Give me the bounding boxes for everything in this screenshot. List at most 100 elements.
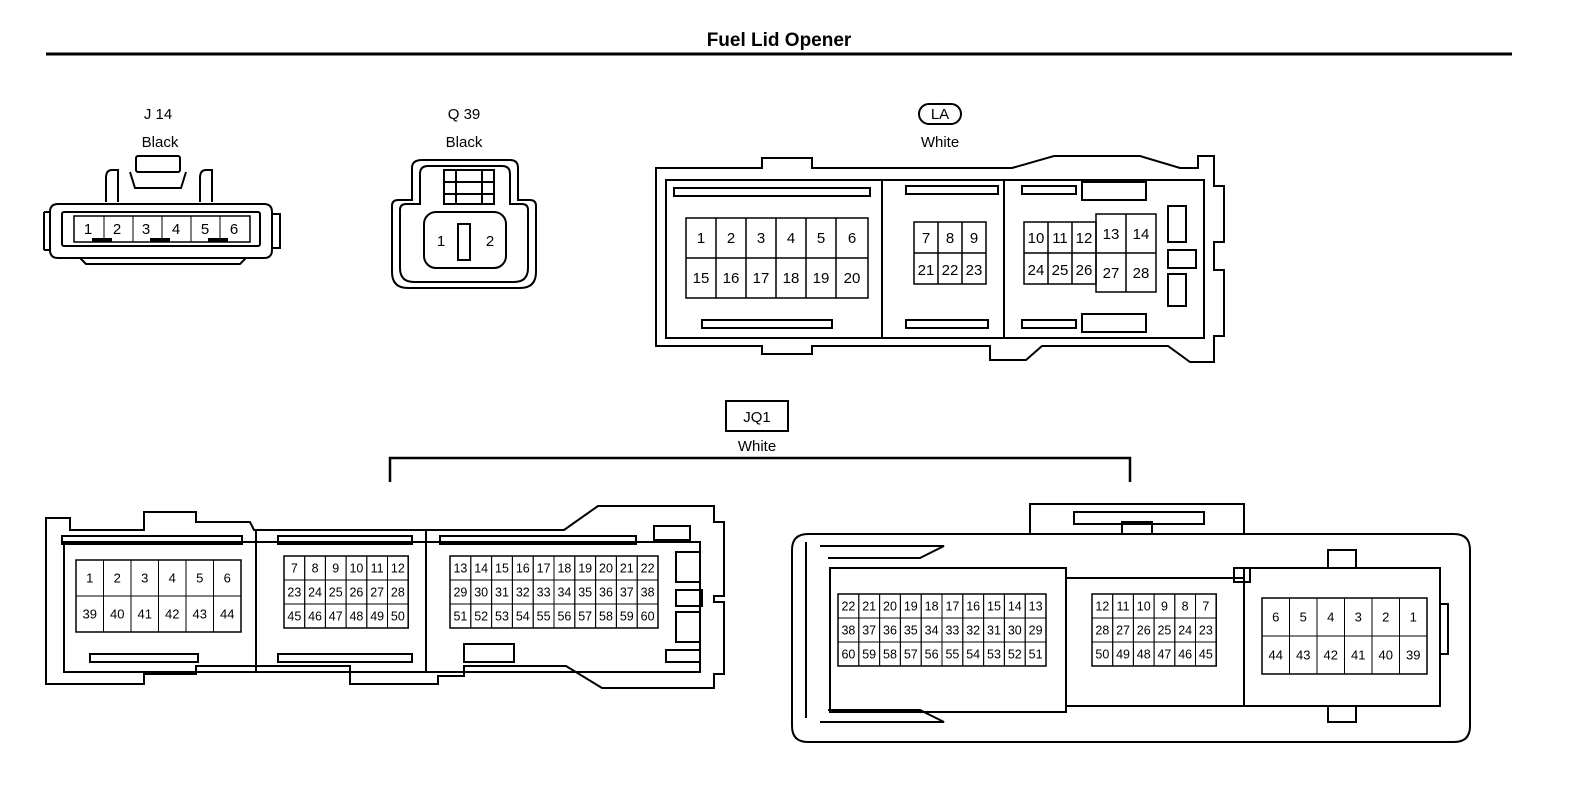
jq1-left-a-pin-6: 6: [224, 571, 231, 586]
jq1-right-a-pin-59: 59: [862, 648, 876, 662]
jq1-left-a-pin-4: 4: [169, 571, 176, 586]
j14-pin-6: 6: [230, 221, 238, 238]
jq1-left-c-pin-33: 33: [537, 586, 551, 600]
jq1-left-c-pin-58: 58: [599, 610, 613, 624]
jq1-right-a-pin-37: 37: [862, 624, 876, 638]
la-pins: 1 2 3 4 5 6 15 16 17 18 19 20 7 8 9 21 2…: [685, 213, 1157, 299]
la-pin-15: 15: [693, 270, 710, 287]
jq1-right-a-pin-30: 30: [1008, 624, 1022, 638]
jq1-left-c-pin-37: 37: [620, 586, 634, 600]
jq1-left-a-pin-41: 41: [138, 607, 152, 622]
la-pin-19: 19: [813, 270, 830, 287]
jq1-right-b-pin-27: 27: [1116, 624, 1130, 638]
jq1-left-b-pin-28: 28: [391, 586, 405, 600]
diagram-title: Fuel Lid Opener: [707, 30, 852, 51]
la-pin-26: 26: [1076, 262, 1093, 279]
q39-pin-2: 2: [486, 233, 494, 250]
jq1-right-a-pin-20: 20: [883, 600, 897, 614]
jq1-left-c-pin-38: 38: [641, 586, 655, 600]
jq1-right-b-pin-10: 10: [1137, 600, 1151, 614]
connector-la: LA White: [655, 103, 1225, 363]
jq1-code: JQ1: [743, 409, 771, 426]
j14-pin-5: 5: [201, 221, 209, 238]
j14-housing: [43, 155, 281, 265]
jq1-left-b-pin-48: 48: [349, 610, 363, 624]
la-pin-7: 7: [922, 230, 930, 247]
jq1-right-c-pin-43: 43: [1296, 648, 1310, 663]
jq1-left-b-pin-7: 7: [291, 562, 298, 576]
la-housing: [655, 155, 1225, 363]
jq1-color: White: [738, 438, 776, 455]
jq1-right-a-pin-38: 38: [841, 624, 855, 638]
jq1-left-c-pin-18: 18: [557, 562, 571, 576]
jq1-right-a-pin-35: 35: [904, 624, 918, 638]
jq1-left-b-cell: [387, 603, 409, 629]
jq1-left-c-pin-57: 57: [578, 610, 592, 624]
jq1-right-a-pin-36: 36: [883, 624, 897, 638]
la-pin-24: 24: [1028, 262, 1045, 279]
jq1-left-c-pin-19: 19: [578, 562, 592, 576]
jq1-right-b-pin-23: 23: [1199, 624, 1213, 638]
la-pin-9: 9: [970, 230, 978, 247]
la-pin-1: 1: [697, 230, 705, 247]
jq1-right-c-pin-39: 39: [1406, 648, 1420, 663]
jq1-left-c-pin-34: 34: [557, 586, 571, 600]
la-pin-23: 23: [966, 262, 983, 279]
jq1-left-c-pin-13: 13: [453, 562, 467, 576]
jq1-left-c-pin-17: 17: [537, 562, 551, 576]
jq1-right-c-cell: [1399, 635, 1428, 675]
jq1-right-c-pin-4: 4: [1327, 610, 1334, 625]
la-pin-22: 22: [942, 262, 959, 279]
jq1-right-b-pin-47: 47: [1157, 648, 1171, 662]
jq1-right-a-pin-53: 53: [987, 648, 1001, 662]
jq1-right-b-pin-28: 28: [1095, 624, 1109, 638]
jq1-left-c-pin-32: 32: [516, 586, 530, 600]
jq1-left-c-pin-20: 20: [599, 562, 613, 576]
jq1-right-b-pin-9: 9: [1161, 600, 1168, 614]
j14-color: Black: [142, 134, 179, 151]
j14-pin-2: 2: [113, 221, 121, 238]
q39-housing: [391, 159, 537, 289]
jq1-left-housing: [45, 505, 725, 689]
la-pin-27: 27: [1103, 265, 1120, 282]
j14-pin-4: 4: [172, 221, 180, 238]
jq1-left-c-pin-51: 51: [453, 610, 467, 624]
jq1-right-a-pin-33: 33: [945, 624, 959, 638]
jq1-left-c-pin-52: 52: [474, 610, 488, 624]
jq1-left-c-pin-29: 29: [453, 586, 467, 600]
jq1-right-b-cell: [1195, 641, 1217, 667]
jq1-right-a-pin-18: 18: [925, 600, 939, 614]
jq1-left-c-pin-60: 60: [641, 610, 655, 624]
connector-q39: Q 39 Black 1 2: [391, 106, 537, 289]
jq1-left-b-pin-10: 10: [349, 562, 363, 576]
jq1-left-b-pin-50: 50: [391, 610, 405, 624]
jq1-right-c-pin-40: 40: [1379, 648, 1393, 663]
jq1-left-a-pin-2: 2: [114, 571, 121, 586]
jq1-left-b-pin-23: 23: [287, 586, 301, 600]
jq1-left-b-pin-27: 27: [370, 586, 384, 600]
jq1-left-a-pin-5: 5: [196, 571, 203, 586]
jq1-left-a-pin-43: 43: [193, 607, 207, 622]
jq1-left-c-pin-22: 22: [641, 562, 655, 576]
jq1-code-frame: [725, 400, 789, 432]
jq1-right-a-pin-22: 22: [841, 600, 855, 614]
jq1-right-c-pin-44: 44: [1269, 648, 1283, 663]
jq1-right-a-pin-57: 57: [904, 648, 918, 662]
la-pin-3: 3: [757, 230, 765, 247]
jq1-right-housing: [791, 503, 1471, 743]
jq1-right-b-pin-12: 12: [1095, 600, 1109, 614]
jq1-left-b-pin-8: 8: [312, 562, 319, 576]
jq1-bracket: [388, 456, 1132, 482]
jq1-right-c-pin-41: 41: [1351, 648, 1365, 663]
la-pin-5: 5: [817, 230, 825, 247]
jq1-left-b-pin-45: 45: [287, 610, 301, 624]
jq1-left-b-pin-25: 25: [329, 586, 343, 600]
la-pin-11: 11: [1052, 230, 1068, 247]
jq1-left-a-pin-1: 1: [86, 571, 93, 586]
jq1-right-a-pin-34: 34: [925, 624, 939, 638]
jq1-right-b-pin-26: 26: [1137, 624, 1151, 638]
la-pin-21: 21: [918, 262, 935, 279]
